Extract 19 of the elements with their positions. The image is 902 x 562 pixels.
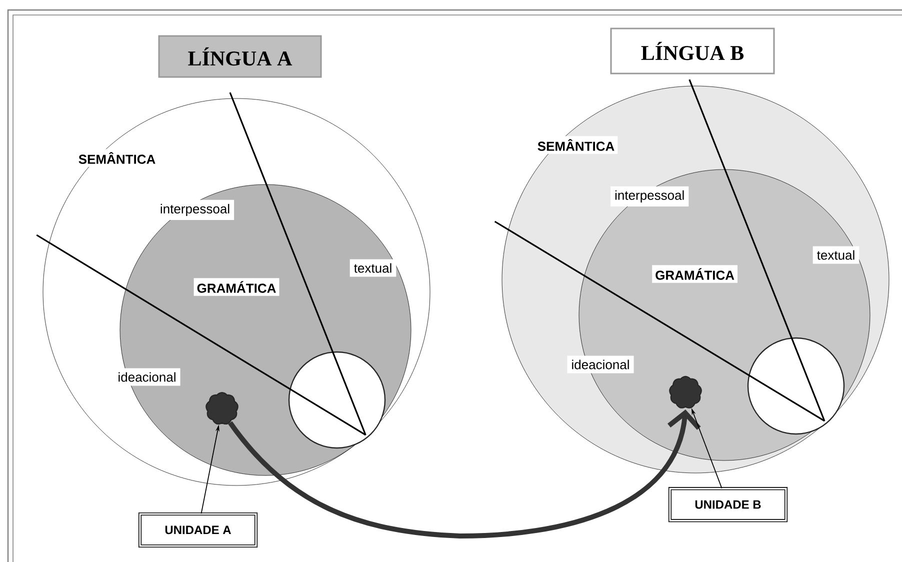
arrow bbox=[228, 410, 701, 538]
region-label: textual bbox=[350, 259, 396, 277]
blob bbox=[206, 392, 238, 425]
region-label: textual bbox=[812, 246, 860, 264]
region-label: ideacional bbox=[114, 368, 180, 386]
unit-box: UNIDADE A bbox=[138, 512, 258, 548]
region-label: interpessoal bbox=[610, 186, 689, 206]
circle bbox=[747, 337, 845, 435]
region-label: ideacional bbox=[567, 356, 634, 374]
circle-label: GRAMÁTICA bbox=[652, 265, 738, 283]
title-box: LÍNGUA A bbox=[158, 35, 322, 78]
unit-box: UNIDADE B bbox=[668, 487, 788, 522]
region-label: interpessoal bbox=[156, 200, 234, 220]
circle-label: SEMÂNTICA bbox=[75, 149, 159, 167]
circle-label: GRAMÁTICA bbox=[194, 278, 280, 296]
circle bbox=[288, 351, 386, 449]
circle-label: SEMÂNTICA bbox=[534, 136, 618, 154]
title-box: LÍNGUA B bbox=[610, 28, 775, 74]
blob bbox=[669, 376, 702, 408]
